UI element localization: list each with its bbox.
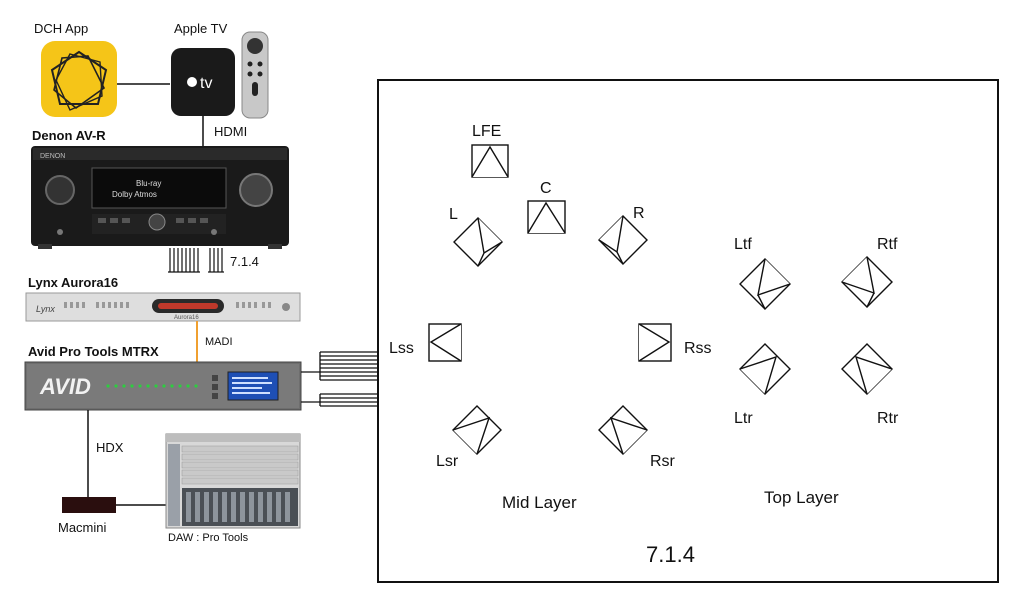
hdmi-label: HDMI [214,124,247,139]
speaker-rss [638,323,672,362]
lynx-aurora16: Lynx Aurora16 [25,292,301,322]
speaker-rss-label: Rss [684,340,712,357]
avid-mtrx: AVID [24,361,302,411]
speaker-rsr-label: Rsr [650,453,676,470]
lynx-brand: Lynx [36,304,55,314]
dch-app-label: DCH App [34,21,88,36]
speaker-c-label: C [540,180,552,197]
apple-tv-label: Apple TV [174,21,228,36]
speaker-rtr-label: Rtr [877,410,899,427]
speaker-rtf [841,256,893,308]
lynx-label: Lynx Aurora16 [28,275,118,290]
avid-label: Avid Pro Tools MTRX [28,344,159,359]
speaker-l-label: L [449,206,458,223]
speaker-lss-label: Lss [389,340,414,357]
speaker-rtr [841,343,893,395]
denon-brand: DENON [40,153,65,160]
denon-label: Denon AV-R [32,128,106,143]
channel-format-label: 7.1.4 [230,254,259,269]
denon-to-lynx-cables [168,248,224,273]
mtrx-to-room-cables [301,351,378,407]
daw-label: DAW : Pro Tools [168,532,249,544]
apple-tv-logo: tv [200,75,212,92]
denon-receiver: DENON Blu-ray Dolby Atmos [31,146,289,249]
speaker-l [453,217,503,267]
denon-display-line1: Blu-ray [136,179,161,188]
speaker-lsr-label: Lsr [436,453,459,470]
apple-tv-remote [241,31,269,119]
avid-logo: AVID [39,374,91,399]
speaker-r [598,215,648,265]
speaker-lfe [471,144,509,178]
speaker-r-label: R [633,205,645,222]
denon-display-line2: Dolby Atmos [112,190,157,199]
speaker-lss [428,323,462,362]
speaker-ltf-label: Ltf [734,236,752,253]
speaker-rtf-label: Rtf [877,236,898,253]
madi-label: MADI [205,336,233,348]
macmini-label: Macmini [58,520,107,535]
mid-layer-label: Mid Layer [502,493,577,512]
speaker-lsr [452,405,502,455]
macmini-box [62,497,116,513]
hdx-label: HDX [96,440,124,455]
speaker-ltr-label: Ltr [734,410,753,427]
top-layer-label: Top Layer [764,488,839,507]
room-format-label: 7.1.4 [646,542,695,567]
dch-app-icon [41,41,117,117]
speaker-rsr [598,405,648,455]
lynx-model: Aurora16 [174,315,199,321]
speaker-ltf [739,258,791,310]
speaker-ltr [739,343,791,395]
speaker-lfe-label: LFE [472,123,501,140]
room-frame [377,79,999,583]
speaker-c [527,200,566,234]
apple-tv-box: tv [171,48,235,116]
daw-screenshot [165,433,301,529]
